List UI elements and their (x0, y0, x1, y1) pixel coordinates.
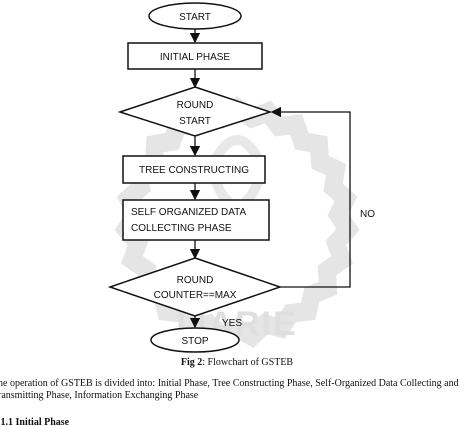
no-loop-line (270, 106, 351, 288)
decision-label-line1: ROUND (177, 275, 214, 286)
yes-label: YES (222, 318, 242, 329)
self-organized-box (122, 199, 270, 241)
self-organized-label-line1: SELF ORGANIZED DATA (131, 207, 247, 218)
decision-label-line2: COUNTER==MAX (154, 290, 237, 301)
round-start-diamond (117, 86, 273, 137)
section-heading: .1.1 Initial Phase (0, 417, 70, 426)
caption-prefix: Fig 2 (180, 357, 203, 368)
round-start-label-line1: ROUND (177, 100, 214, 111)
initial-phase-label: INITIAL PHASE (160, 52, 231, 63)
body-paragraph: he operation of GSTEB is divided into: I… (0, 378, 474, 402)
tree-constructing-label: TREE CONSTRUCTING (139, 165, 249, 176)
caption-text: : Flowchart of GSTEB (202, 357, 294, 368)
round-start-label-line2: START (179, 116, 211, 127)
tree-constructing-box (122, 155, 266, 184)
self-organized-label-line2: COLLECTING PHASE (131, 223, 232, 234)
start-label: START (179, 12, 211, 23)
no-label: NO (360, 209, 375, 220)
stop-label: STOP (181, 336, 208, 347)
figure-caption: Fig 2: Flowchart of GSTEB (0, 357, 474, 368)
body-line-1: he operation of GSTEB is divided into: I… (0, 378, 459, 389)
body-line-2: ransmitting Phase, Information Exchangin… (0, 390, 199, 401)
stop-terminal (150, 327, 240, 353)
